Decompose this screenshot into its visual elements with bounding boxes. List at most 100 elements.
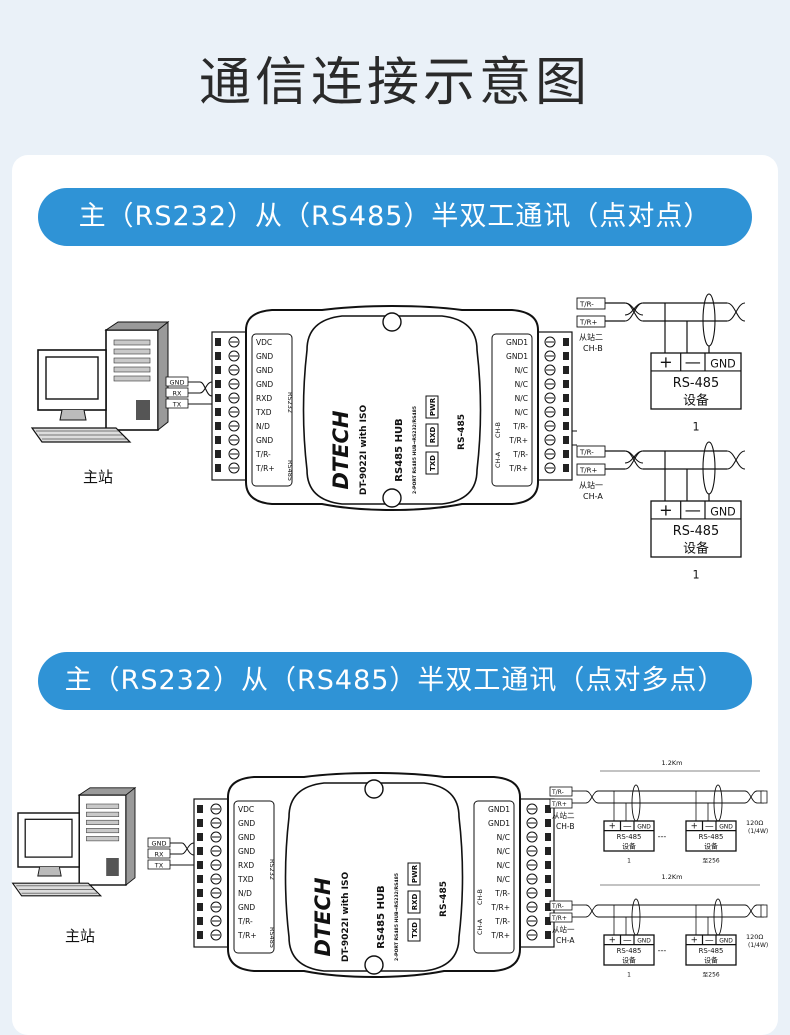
drive-bay [86, 819, 120, 825]
ellipsis-dashes: --- [658, 946, 667, 955]
device-gnd: GND [637, 938, 651, 945]
device-box [650, 352, 742, 410]
left-pin-label: VDC [238, 805, 254, 814]
device-minus: — [705, 936, 714, 946]
right-pin-panel [473, 800, 515, 954]
pc-port [106, 858, 119, 876]
device-name: RS-485 [673, 524, 719, 539]
left-pin-label: VDC [256, 338, 272, 347]
mount-hole-bottom [382, 488, 402, 508]
ch-a-group-label: CH-A [494, 451, 502, 468]
device-count: 1 [692, 569, 699, 582]
right-pin-label: N/C [515, 408, 528, 417]
left-pin-label: T/R- [255, 450, 271, 459]
distance-label: 1.2Km [662, 759, 683, 767]
diagram-point-to-point: 主站GNDRXTXVDCGNDGNDGNDRXDTXDN/DGNDT/R-T/R… [30, 293, 746, 582]
distance-label: 1.2Km [662, 873, 683, 881]
right-pin-label: T/R- [494, 889, 510, 898]
tag-box [549, 798, 573, 809]
monitor-stand [37, 866, 62, 877]
terminal-slot [197, 847, 203, 855]
device-box [603, 820, 655, 852]
monitor-screen [24, 818, 73, 858]
device-plus: + [691, 936, 698, 946]
device-box [603, 934, 655, 966]
ellipsis-dashes: --- [658, 832, 667, 841]
shield-ring [702, 293, 716, 347]
wire-path [624, 302, 644, 316]
wire-tag-tx: TX [154, 862, 164, 870]
device-minus: — [685, 500, 701, 519]
device-sub: 设备 [622, 842, 636, 851]
left-pin-label: GND [238, 819, 255, 828]
led-label-txd: TXD [429, 455, 437, 471]
page-title: 通信连接示意图 [198, 53, 591, 113]
terminal-slot [215, 450, 221, 458]
hub-name-label: RS485 HUB [394, 418, 405, 481]
terminal-slot [197, 805, 203, 813]
drive-bay [113, 375, 151, 382]
shield-ring [702, 441, 716, 495]
rs232-group-label: RS232 [286, 392, 294, 413]
device-sub: 设备 [704, 956, 718, 965]
device-count: 1 [692, 421, 699, 434]
led-box [407, 890, 421, 914]
monitor-screen [45, 356, 99, 400]
left-pin-label: T/R- [237, 917, 253, 926]
mount-hole-bottom [364, 955, 384, 975]
device-count: 1 [627, 858, 631, 865]
terminal-slot [215, 422, 221, 430]
mount-hole-top [382, 312, 402, 332]
tr-minus-tag: T/R- [579, 449, 594, 457]
terminal-slot [197, 931, 203, 939]
left-pin-label: TXD [255, 408, 272, 417]
wire-tag-gnd: GND [170, 379, 185, 387]
right-pin-label: N/C [515, 380, 528, 389]
left-pin-label: RXD [238, 861, 254, 870]
terminal-slot [197, 889, 203, 897]
terminal-slot [215, 394, 221, 402]
terminal-slot [545, 903, 551, 911]
device-name: RS-485 [673, 376, 719, 391]
hub-instance-1: VDCGNDGNDGNDRXDTXDN/DGNDT/R-T/R+GND1GND1… [211, 304, 573, 512]
right-pin-label: N/C [515, 366, 528, 375]
device-name: RS-485 [617, 947, 642, 955]
terminal-slot [563, 450, 569, 458]
slave-label: 从站一 [552, 924, 575, 934]
terminal-slot [215, 338, 221, 346]
right-pin-label: N/C [497, 861, 510, 870]
tag-box [549, 786, 573, 797]
terminal-slot [215, 408, 221, 416]
ch-b-group-label: CH-B [476, 889, 484, 905]
rs485-side-label: RS-485 [439, 881, 449, 917]
tr-plus-tag: T/R+ [579, 319, 597, 327]
terminal-slot [545, 805, 551, 813]
wire-tag-rx: RX [155, 851, 165, 859]
device-name: RS-485 [699, 833, 724, 841]
device-gnd: GND [637, 824, 651, 831]
led-box [407, 918, 421, 942]
section-heading-point-to-multipoint: 主（RS232）从（RS485）半双工通讯（点对多点） [38, 652, 752, 710]
wire-path [624, 450, 644, 470]
tr-plus-tag: T/R+ [551, 801, 567, 808]
device-gnd: GND [719, 938, 733, 945]
terminal-slot [215, 464, 221, 472]
led-box [425, 451, 439, 475]
terminal-slot [545, 889, 551, 897]
terminal-slot [563, 394, 569, 402]
terminal-slot [545, 917, 551, 925]
led-box [407, 862, 421, 886]
terminator-value: 120Ω [746, 819, 763, 827]
device-name: RS-485 [617, 833, 642, 841]
device-plus: + [609, 822, 616, 832]
device-count: 至256 [702, 858, 719, 865]
device-gnd: GND [710, 357, 735, 370]
right-pin-label: GND1 [506, 352, 528, 361]
device-plus: + [609, 936, 616, 946]
drive-bay [113, 366, 151, 373]
right-pin-label: N/C [515, 394, 528, 403]
device-minus: — [705, 822, 714, 832]
